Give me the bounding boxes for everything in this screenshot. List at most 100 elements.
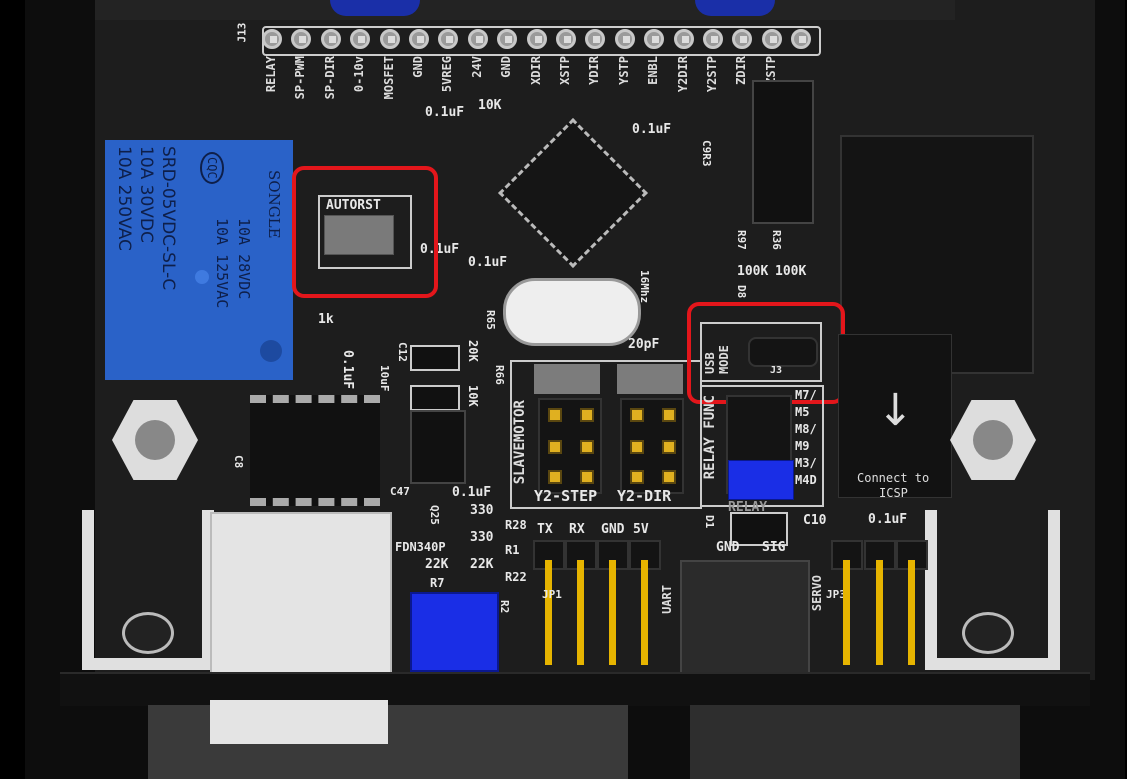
- jp1-label: JP1: [542, 588, 562, 601]
- relay-line: 10A 30VDC: [136, 146, 156, 243]
- standoff-hole: [135, 420, 175, 460]
- relay-led-2: [260, 340, 282, 362]
- c10-label: C10: [803, 513, 827, 528]
- autorst-block: [318, 195, 412, 269]
- r97-label: R97: [735, 230, 748, 250]
- r2-label: R2: [498, 600, 511, 614]
- r1-label: R1: [505, 543, 520, 557]
- j13-pin: [379, 29, 400, 49]
- header-pin: [580, 440, 594, 454]
- header-pin: [662, 470, 676, 484]
- servo-connector[interactable]: [680, 560, 810, 674]
- r66-label: R66: [493, 365, 506, 385]
- crystal-label: 16Mhz: [638, 270, 651, 304]
- j13-pin: [585, 29, 606, 49]
- j13-pin-label: Y2DIR: [675, 56, 690, 93]
- j13-pin-label: Y2STP: [705, 56, 719, 93]
- top-right-capacitor: [330, 0, 420, 16]
- r65-label: R65: [484, 310, 497, 330]
- autorst-jumper[interactable]: [324, 215, 394, 255]
- arrow-down-icon: ↓: [877, 385, 914, 436]
- usb-b-jack-front: [210, 700, 388, 744]
- relay-func-option: M5: [795, 405, 810, 419]
- highlight-autorst: [292, 166, 438, 298]
- servo-label: SERVO: [810, 575, 824, 612]
- c12-label: C12: [396, 342, 409, 362]
- c5-label: 0.1uF: [468, 255, 508, 270]
- j13-pin: [791, 29, 812, 49]
- j13-pin: [291, 29, 312, 49]
- servo-pin[interactable]: [843, 560, 850, 665]
- j13-pin-label: XSTP: [558, 56, 572, 85]
- usb-serial-chip: [250, 395, 380, 506]
- header-pin: [548, 470, 562, 484]
- trim-potentiometer[interactable]: [410, 592, 499, 672]
- c47-label: C47: [390, 485, 410, 498]
- relay-func-option: M7/: [795, 388, 817, 402]
- j13-pin-label: 5VREG: [440, 56, 455, 93]
- c3-label: 0.1uF: [632, 122, 672, 137]
- servo-pin[interactable]: [908, 560, 915, 665]
- c8-label: C8: [232, 455, 245, 469]
- y2-step-label: Y2-STEP: [534, 487, 598, 505]
- bracket-right: [925, 510, 1060, 670]
- capacitor: [410, 345, 460, 371]
- r27-label: 10K: [478, 98, 502, 113]
- relay-text: SRD-05VDC-SL-C 10A 30VDC 10A 250VAC: [113, 146, 179, 290]
- relay-func-block: [700, 385, 824, 507]
- r22ka-label: 22K: [425, 557, 449, 572]
- icsp-label-1: Connect to: [857, 471, 930, 485]
- c4-label: 0.1uF: [420, 242, 460, 257]
- relay-func-option: M3/: [795, 456, 817, 470]
- slavemotor-jumper-2[interactable]: [617, 364, 683, 394]
- relay-func-option: M9: [795, 439, 810, 453]
- icsp-label-2: ICSP: [879, 486, 908, 500]
- r23-label: 1k: [318, 312, 334, 327]
- j13-pin-label: YDIR: [587, 56, 602, 85]
- uart-pin[interactable]: [609, 560, 616, 665]
- j3-label: J3: [770, 365, 783, 376]
- j13-pin-label: RELAY: [264, 56, 278, 93]
- slavemotor-label: SLAVEMOTOR: [512, 400, 528, 485]
- j13-pin: [673, 29, 694, 49]
- d1-label: D1: [703, 515, 716, 529]
- servo-pin-gnd: GND: [716, 540, 740, 555]
- j13-pin-label: 24V: [469, 56, 484, 78]
- header-pin: [630, 408, 644, 422]
- relay-led: [195, 270, 209, 284]
- c7-label: 10uF: [378, 365, 391, 392]
- j13-pin-label: GND: [499, 56, 514, 78]
- j13-pin-label: SP-DIR: [322, 56, 337, 100]
- uart-pin[interactable]: [641, 560, 648, 665]
- uart-pin[interactable]: [545, 560, 552, 665]
- usb-mode-header[interactable]: [748, 337, 818, 367]
- top-right-capacitor-2: [695, 0, 775, 16]
- r330a-label: 330: [470, 503, 494, 518]
- terminal-block-right: [690, 705, 1020, 779]
- relay-line: 10A 125VAC: [213, 218, 231, 309]
- c6-label: 0.1uF: [340, 350, 355, 390]
- j13-pin: [732, 29, 753, 49]
- j13-pin: [497, 29, 518, 49]
- j13-pin: [438, 29, 459, 49]
- j13-pin: [409, 29, 429, 49]
- j13-pin-label: XDIR: [528, 56, 543, 85]
- header-pin: [548, 408, 562, 422]
- r36-label: R36: [770, 230, 783, 250]
- j13-pin-label: GND: [411, 56, 425, 78]
- r22-label: R22: [505, 570, 527, 584]
- header-pin: [580, 408, 594, 422]
- header-pin: [548, 440, 562, 454]
- uart-pin[interactable]: [577, 560, 584, 665]
- r100k-b: 100K: [775, 264, 807, 279]
- servo-pin[interactable]: [876, 560, 883, 665]
- relay-func-label: RELAY FUNC: [702, 395, 718, 480]
- relay-func-jumper[interactable]: [728, 460, 794, 500]
- relay-cert: CQC: [200, 152, 224, 184]
- j13-pin: [320, 29, 341, 49]
- slavemotor-jumper-1[interactable]: [534, 364, 600, 394]
- j13-ref: J13: [235, 22, 249, 43]
- ic-right: [752, 80, 814, 224]
- j13-pin-label: ENBL: [646, 56, 661, 85]
- j13-pin-label: ZDIR: [734, 56, 749, 85]
